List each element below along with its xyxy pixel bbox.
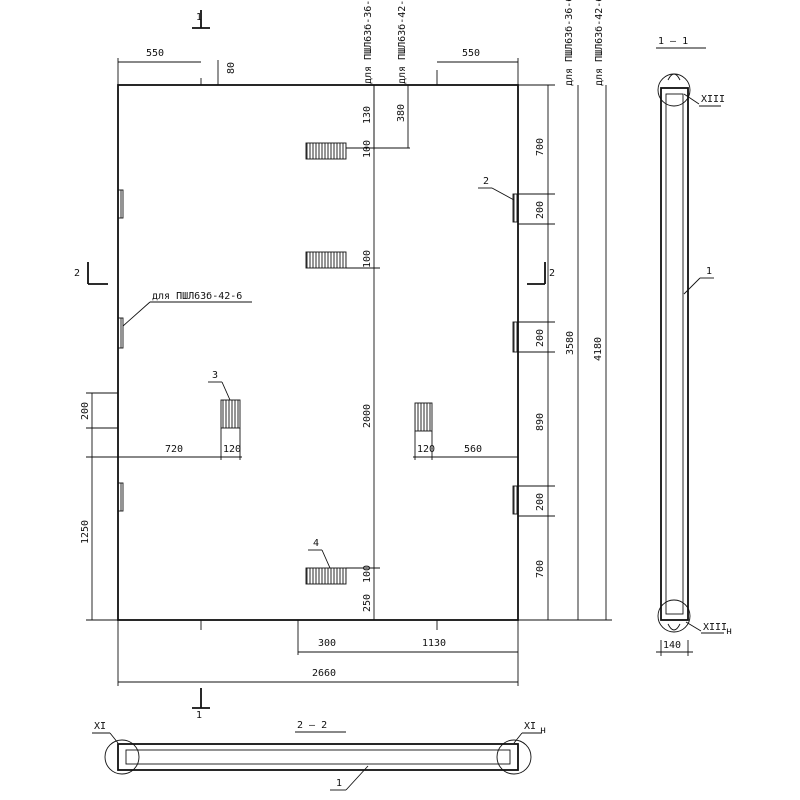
dim-200-c: 200 bbox=[535, 493, 546, 511]
dim-550-right: 550 bbox=[462, 48, 480, 59]
embed-right-1 bbox=[512, 193, 519, 223]
embed-mid-left bbox=[220, 399, 241, 429]
center-dimensions: 130 380 100 100 2000 100 250 bbox=[346, 85, 410, 620]
section-1-bottom-label: 1 bbox=[196, 710, 202, 721]
section-1-1-body-inner bbox=[665, 93, 684, 615]
dim-700-b: 700 bbox=[535, 560, 546, 578]
mark-1-bottom: 1 bbox=[336, 778, 342, 789]
dim-720: 720 bbox=[165, 444, 183, 455]
embed-top-1 bbox=[305, 142, 347, 160]
dim-550-left: 550 bbox=[146, 48, 164, 59]
dim-2660: 2660 bbox=[312, 668, 336, 679]
note-36-top: для ПШЛ63б-36-6 bbox=[362, 0, 374, 84]
note-left: для ПШЛ63б-42-6 bbox=[152, 290, 242, 302]
left-dimensions: 200 1250 bbox=[80, 392, 118, 621]
dim-380: 380 bbox=[396, 104, 407, 122]
embed-right-2 bbox=[512, 321, 519, 353]
embed-left-2 bbox=[117, 317, 124, 349]
dim-2000: 2000 bbox=[362, 404, 373, 428]
section-2-2: 2 – 2 XI XI н 1 bbox=[92, 720, 546, 791]
node-xi-left: XI bbox=[94, 721, 106, 732]
node-xiii-top: XIII bbox=[701, 94, 725, 105]
embed-right-3 bbox=[512, 485, 519, 515]
dim-200-a: 200 bbox=[535, 201, 546, 219]
embed-mid-right bbox=[414, 402, 433, 432]
node-xi-right-suffix: н bbox=[540, 725, 546, 736]
embed-left-3 bbox=[117, 482, 124, 512]
note-42-right: для ПШЛ63б-42-6 bbox=[593, 0, 605, 86]
section-marks: 1 1 2 2 bbox=[74, 10, 555, 721]
section-2-2-title: 2 – 2 bbox=[297, 720, 327, 731]
dim-250: 250 bbox=[362, 594, 373, 612]
mid-dimensions: 720 120 120 560 bbox=[118, 428, 518, 460]
node-xiii-top-circle bbox=[657, 73, 691, 107]
dim-100-c: 100 bbox=[362, 565, 373, 583]
bottom-dimensions: 300 1130 2660 bbox=[117, 620, 519, 686]
dim-4180: 4180 bbox=[593, 337, 604, 361]
vertical-notes: для ПШЛ63б-36-6 для ПШЛ63б-42-6 для ПШЛ6… bbox=[122, 0, 605, 327]
section-1-1: 1 – 1 XIII 1 XIII н 140 bbox=[656, 36, 732, 656]
note-42-top: для ПШЛ63б-42-6 bbox=[396, 0, 408, 84]
right-dimensions: 700 200 200 890 200 700 3580 4180 bbox=[518, 84, 612, 621]
embed-bottom bbox=[305, 567, 347, 585]
dim-80: 80 bbox=[226, 62, 237, 74]
dim-1250: 1250 bbox=[80, 520, 91, 544]
mark-2: 2 bbox=[483, 176, 489, 187]
dim-700-a: 700 bbox=[535, 138, 546, 156]
plan-view bbox=[117, 70, 519, 630]
dim-120-left: 120 bbox=[223, 444, 241, 455]
dim-130: 130 bbox=[362, 106, 373, 124]
dim-1130: 1130 bbox=[422, 638, 446, 649]
embed-top-2 bbox=[305, 251, 347, 269]
node-xi-right: XI bbox=[524, 721, 536, 732]
section-1-1-title: 1 – 1 bbox=[658, 36, 688, 47]
dim-120-right: 120 bbox=[417, 444, 435, 455]
dim-100-a: 100 bbox=[362, 140, 373, 158]
dim-100-b: 100 bbox=[362, 250, 373, 268]
panel-outline bbox=[117, 84, 519, 621]
node-xi-right-circle bbox=[496, 739, 532, 775]
section-2-2-body-outer bbox=[117, 743, 519, 771]
mark-4: 4 bbox=[313, 538, 319, 549]
section-1-1-body-outer bbox=[660, 87, 689, 621]
section-2-left-label: 2 bbox=[74, 268, 80, 279]
note-36-right: для ПШЛ63б-36-6 bbox=[563, 0, 575, 86]
dim-300: 300 bbox=[318, 638, 336, 649]
node-xiii-bottom-circle bbox=[657, 599, 691, 633]
dim-890: 890 bbox=[535, 413, 546, 431]
position-marks: 2 3 4 bbox=[208, 176, 515, 569]
section-2-2-body-inner bbox=[125, 749, 511, 765]
node-xiii-bottom: XIII bbox=[703, 622, 727, 633]
section-1-top-label: 1 bbox=[196, 12, 202, 23]
dim-140: 140 bbox=[663, 640, 681, 651]
dim-200-b: 200 bbox=[535, 329, 546, 347]
dim-560: 560 bbox=[464, 444, 482, 455]
dim-3580: 3580 bbox=[565, 331, 576, 355]
node-xiii-bottom-suffix: н bbox=[726, 626, 732, 637]
section-2-right-label: 2 bbox=[549, 268, 555, 279]
mark-1-section: 1 bbox=[706, 266, 712, 277]
embed-left-1 bbox=[117, 189, 124, 219]
node-xi-left-circle bbox=[104, 739, 140, 775]
top-dimensions: 550 80 550 bbox=[117, 48, 519, 85]
dim-200-left: 200 bbox=[80, 402, 91, 420]
mark-3: 3 bbox=[212, 370, 218, 381]
